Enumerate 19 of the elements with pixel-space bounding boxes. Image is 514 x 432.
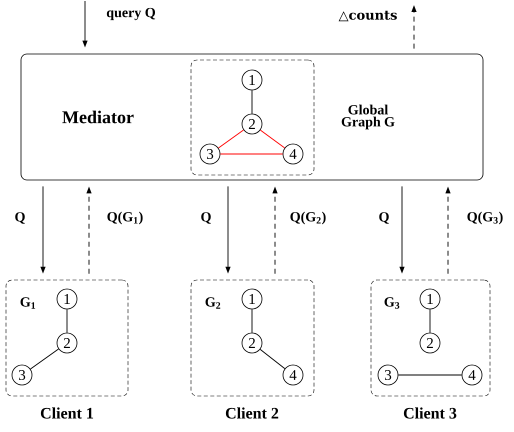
client-label: Client 2	[226, 407, 278, 419]
edge-label: query Q	[105, 6, 157, 22]
edge-label: Q	[14, 211, 26, 225]
dashed-box	[190, 60, 314, 176]
client-label: Client 1	[40, 407, 94, 419]
graph-edge	[260, 348, 286, 370]
graph-edge	[218, 130, 244, 148]
edge-label: △counts	[338, 10, 398, 22]
edge-label: Q	[200, 211, 212, 225]
edge-label: Q(G$_{1}$)	[106, 210, 144, 226]
edge-label: Q(G$_{3}$)	[466, 210, 504, 226]
graph-edge	[398, 374, 462, 376]
client-label: Client 3	[404, 407, 456, 419]
edge-label: Q(G$_{2}$)	[288, 210, 328, 226]
graph-label: Global Graph G	[342, 104, 395, 130]
graph-edge	[260, 130, 286, 148]
graph-edge	[30, 348, 59, 370]
edge-label: Q	[378, 211, 390, 225]
graph-edge	[66, 308, 68, 334]
